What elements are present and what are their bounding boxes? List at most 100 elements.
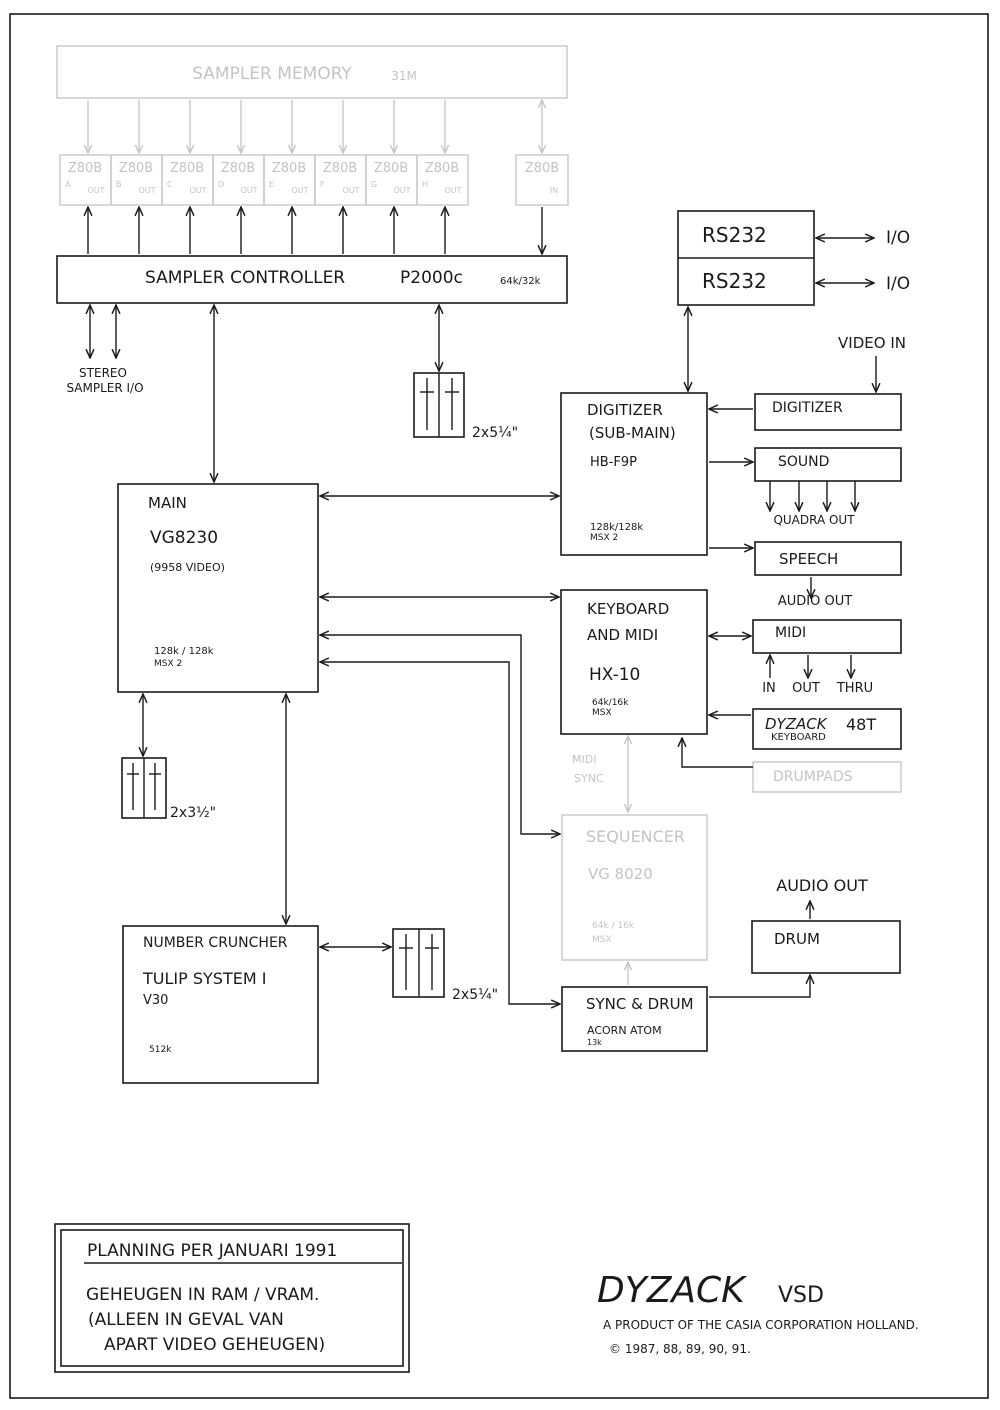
z80-channel-box — [416, 154, 469, 206]
sequencer-block: SEQUENCER VG 8020 64k / 16k MSX — [561, 814, 708, 961]
z80-channel-letter: B — [116, 180, 122, 189]
sampler-memory-block: SAMPLER MEMORY 31M — [56, 45, 568, 99]
main-to-sync-drum-line — [320, 662, 560, 1004]
planning-line-3: APART VIDEO GEHEUGEN) — [104, 1335, 325, 1355]
stereo-io-line1: STEREO — [79, 366, 127, 380]
planning-line-1: GEHEUGEN IN RAM / VRAM. — [86, 1285, 319, 1305]
rs232-label-2: RS232 — [702, 269, 767, 293]
cruncher-disk-label: 2x5¼" — [452, 987, 498, 1003]
brand-logo: DYZACK — [597, 1270, 747, 1311]
z80-in-block: Z80B IN — [515, 154, 569, 206]
z80-channel-letter: G — [371, 180, 377, 189]
main-line1: MAIN — [148, 494, 187, 512]
main-block: MAIN VG8230 (9958 VIDEO) 128k / 128k MSX… — [117, 483, 319, 693]
z80-channel-dir: OUT — [189, 186, 206, 195]
sampler-controller-mem: 64k/32k — [500, 276, 541, 287]
sequencer-mem: 64k / 16k — [592, 921, 635, 931]
digitizer-main-msx: MSX 2 — [590, 533, 618, 543]
digitizer-unit-box — [754, 393, 902, 431]
z80-in-chip: Z80B — [525, 161, 559, 176]
drumpads-label: DRUMPADS — [773, 769, 853, 785]
z80-channel-dir: OUT — [240, 186, 257, 195]
sampler-controller-label: SAMPLER CONTROLLER — [145, 268, 345, 288]
main-mem: 128k / 128k — [154, 646, 214, 657]
brand-copyright: © 1987, 88, 89, 90, 91. — [609, 1342, 751, 1356]
midi-box — [752, 619, 902, 654]
number-cruncher-line1: NUMBER CRUNCHER — [143, 935, 288, 951]
midi-sync-line1: MIDI — [572, 753, 596, 766]
z80-in-dir: IN — [550, 186, 558, 195]
sampler-controller-model: P2000c — [400, 268, 463, 288]
dyzack-48t-block: DYZACK 48T KEYBOARD — [752, 708, 902, 750]
dyzack-48t-sub: KEYBOARD — [771, 732, 826, 743]
z80-channel-g: Z80B G OUT — [365, 100, 418, 254]
midi-port-out: OUT — [792, 681, 820, 696]
z80-channel-chip: Z80B — [425, 161, 459, 176]
digitizer-unit-label: DIGITIZER — [772, 400, 843, 416]
digitizer-main-line2: (SUB-MAIN) — [589, 424, 676, 442]
sound-label: SOUND — [778, 454, 829, 470]
keyboard-msx: MSX — [592, 708, 612, 718]
digitizer-main-model: HB-F9P — [590, 455, 637, 470]
quadra-out-arrows — [770, 481, 855, 511]
z80-channel-letter: H — [422, 180, 428, 189]
z80-channel-chip: Z80B — [221, 161, 255, 176]
z80-channel-letter: D — [218, 180, 224, 189]
stereo-io-line2: SAMPLER I/O — [66, 381, 143, 395]
z80-channel-letter: C — [167, 180, 173, 189]
sampler-disk-drives: 2x5¼" — [413, 372, 518, 441]
main-disk-drives: 2x3½" — [121, 757, 216, 821]
quadra-out-label: QUADRA OUT — [773, 513, 855, 527]
z80-channel-dir: OUT — [138, 186, 155, 195]
digitizer-main-block: DIGITIZER (SUB-MAIN) HB-F9P 128k/128k MS… — [560, 392, 708, 556]
sequencer-label: SEQUENCER — [586, 827, 685, 846]
z80-channel-chip: Z80B — [272, 161, 306, 176]
sync-drum-line1: SYNC & DRUM — [586, 995, 694, 1013]
cruncher-disk-drives: 2x5¼" — [392, 928, 498, 1003]
sampler-memory-size: 31M — [391, 69, 417, 83]
page-frame — [9, 13, 989, 1399]
keyboard-block: KEYBOARD AND MIDI HX-10 64k/16k MSX — [560, 589, 708, 735]
dyzack-48t-model: 48T — [846, 715, 876, 734]
z80-channel-letter: E — [269, 180, 274, 189]
speech-box — [754, 541, 902, 576]
z80-channel-dir: OUT — [393, 186, 410, 195]
number-cruncher-cpu: V30 — [143, 993, 168, 1008]
z80-channel-chip: Z80B — [323, 161, 357, 176]
brand-block: DYZACK VSD A PRODUCT OF THE CASIA CORPOR… — [597, 1270, 919, 1356]
number-cruncher-model: TULIP SYSTEM I — [142, 969, 266, 988]
main-model: VG8230 — [150, 528, 218, 548]
digitizer-main-mem: 128k/128k — [590, 522, 643, 533]
planning-note: PLANNING PER JANUARI 1991 GEHEUGEN IN RA… — [54, 1223, 410, 1373]
midi-port-in: IN — [762, 681, 776, 696]
brand-suffix: VSD — [778, 1283, 824, 1308]
speech-audio-out-label: AUDIO OUT — [778, 594, 852, 609]
brand-tagline: A PRODUCT OF THE CASIA CORPORATION HOLLA… — [603, 1318, 919, 1332]
z80-channel-letter: F — [320, 180, 325, 189]
drum-audio-out-label: AUDIO OUT — [776, 876, 868, 895]
dyzack-48t-logo: DYZACK — [765, 715, 828, 733]
keyboard-line2: AND MIDI — [587, 626, 658, 644]
number-cruncher-block: NUMBER CRUNCHER TULIP SYSTEM I V30 512k — [122, 925, 319, 1084]
sync-drum-mem: 13k — [587, 1038, 602, 1047]
rs232-label-1: RS232 — [702, 223, 767, 247]
z80-channel-chip: Z80B — [374, 161, 408, 176]
sequencer-msx: MSX — [592, 935, 612, 945]
planning-title: PLANNING PER JANUARI 1991 — [87, 1241, 337, 1261]
planning-line-2: (ALLEEN IN GEVAL VAN — [88, 1310, 284, 1330]
digitizer-main-line1: DIGITIZER — [587, 401, 663, 419]
rs232-io-label-2: I/O — [886, 274, 910, 294]
midi-port-thru: THRU — [836, 681, 873, 696]
keyboard-model: HX-10 — [589, 665, 640, 685]
number-cruncher-mem: 512k — [149, 1045, 172, 1055]
drumpads-box — [752, 761, 902, 793]
z80-channel-d: Z80B D OUT — [212, 100, 265, 254]
main-msx: MSX 2 — [154, 659, 182, 669]
drum-box — [751, 920, 901, 974]
